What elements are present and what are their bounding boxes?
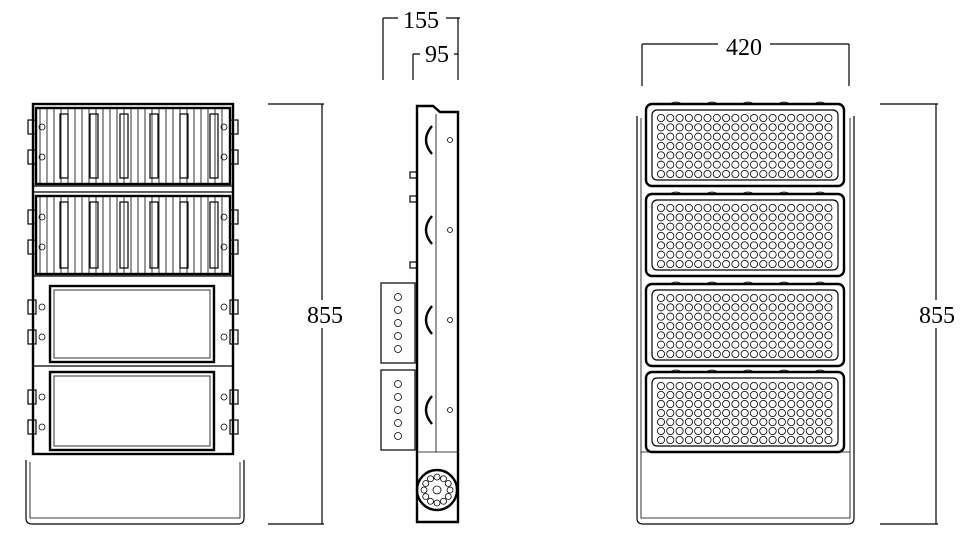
back-width-label: 420 — [726, 35, 762, 61]
side-depth-total-label: 155 — [403, 8, 439, 34]
back-mounting-bracket — [636, 116, 855, 525]
front-view — [25, 102, 245, 525]
led-module-4 — [644, 369, 846, 454]
led-modules — [644, 101, 846, 454]
front-height-label: 855 — [307, 303, 343, 329]
side-housing — [415, 104, 460, 524]
adjust-knob — [415, 468, 459, 512]
led-module-2 — [644, 191, 846, 278]
driver-box-1 — [380, 282, 416, 364]
front-height-dimension: 855 — [268, 103, 350, 525]
back-height-dimension: 855 — [880, 103, 964, 525]
side-depth-body-label: 95 — [425, 42, 449, 68]
front-window-1 — [48, 284, 216, 364]
driver-box-2 — [380, 369, 416, 451]
led-module-1 — [644, 101, 846, 188]
led-module-3 — [644, 281, 846, 368]
front-window-2 — [48, 370, 216, 452]
back-view: 420 — [636, 33, 855, 525]
front-housing — [31, 102, 235, 456]
back-height-label: 855 — [919, 303, 955, 329]
heatsink-modules — [34, 106, 232, 276]
side-view: 155 95 — [380, 6, 460, 524]
front-mounting-bracket — [25, 460, 245, 525]
